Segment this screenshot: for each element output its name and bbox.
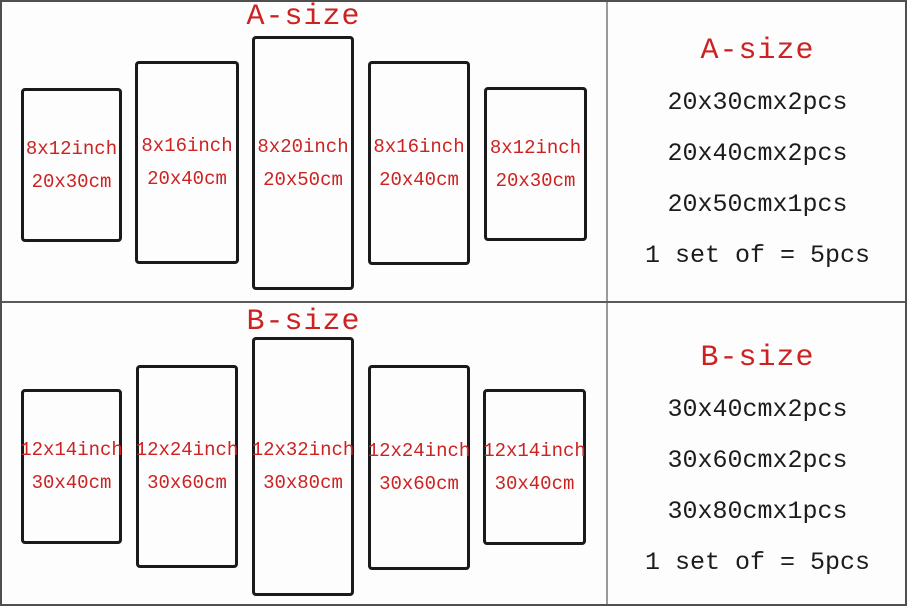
summary-line: 30x60cmx2pcs: [667, 446, 848, 475]
canvas-panel: 8x12inch 20x30cm: [21, 88, 122, 242]
panel-inch-label: 12x24inch: [135, 439, 239, 461]
a-size-diagram: A-size 8x12inch 20x30cm 8x16inch 20x40cm…: [0, 0, 607, 301]
summary-line: 30x80cmx1pcs: [667, 497, 848, 526]
panel-cm-label: 20x30cm: [31, 170, 112, 193]
panel-cm-label: 30x80cm: [263, 472, 343, 494]
panel-cm-label: 20x50cm: [263, 168, 343, 191]
canvas-panel: 8x16inch 20x40cm: [135, 61, 239, 264]
panel-inch-label: 8x16inch: [373, 135, 465, 158]
panel-cm-label: 30x60cm: [147, 472, 227, 494]
panel-cm-label: 20x30cm: [495, 169, 576, 192]
b-size-summary: B-size 30x40cmx2pcs 30x60cmx2pcs 30x80cm…: [608, 303, 907, 606]
b-size-summary-title: B-size: [700, 341, 815, 375]
summary-line: 20x30cmx2pcs: [667, 88, 848, 117]
summary-line: 20x40cmx2pcs: [667, 139, 848, 168]
panel-inch-label: 8x20inch: [257, 135, 349, 158]
panel-inch-label: 12x24inch: [367, 440, 471, 462]
panel-inch-label: 8x12inch: [489, 136, 582, 159]
canvas-panel: 12x24inch 30x60cm: [368, 365, 470, 570]
canvas-panel: 12x32inch 30x80cm: [252, 337, 354, 596]
canvas-panel: 12x24inch 30x60cm: [136, 365, 238, 568]
panel-inch-label: 12x14inch: [20, 439, 123, 461]
summary-line: 1 set of = 5pcs: [644, 548, 871, 577]
panel-inch-label: 12x14inch: [483, 439, 586, 462]
a-size-summary: A-size 20x30cmx2pcs 20x40cmx2pcs 20x50cm…: [608, 0, 907, 301]
panel-cm-label: 30x60cm: [379, 473, 459, 495]
panel-cm-label: 20x40cm: [147, 168, 227, 190]
summary-line: 1 set of = 5pcs: [644, 241, 871, 270]
panel-inch-label: 12x32inch: [251, 439, 355, 461]
panel-cm-label: 20x40cm: [379, 168, 459, 191]
horizontal-divider: [0, 301, 907, 303]
b-size-diagram: B-size 12x14inch 30x40cm 12x24inch 30x60…: [0, 303, 607, 606]
vertical-divider: [606, 0, 608, 606]
b-size-diagram-title: B-size: [246, 305, 361, 339]
summary-line: 20x50cmx1pcs: [667, 190, 848, 219]
panel-inch-label: 8x16inch: [141, 135, 233, 157]
canvas-panel: 12x14inch 30x40cm: [483, 389, 586, 545]
summary-line: 30x40cmx2pcs: [667, 395, 848, 424]
canvas-panel: 8x20inch 20x50cm: [252, 36, 354, 290]
canvas-panel: 8x12inch 20x30cm: [484, 87, 587, 241]
panel-cm-label: 30x40cm: [31, 472, 112, 494]
canvas-panel: 8x16inch 20x40cm: [368, 61, 470, 265]
canvas-panel: 12x14inch 30x40cm: [20, 389, 123, 544]
a-size-diagram-title: A-size: [246, 0, 361, 34]
panel-inch-label: 8x12inch: [25, 137, 118, 160]
panel-cm-label: 30x40cm: [494, 472, 575, 495]
a-size-summary-title: A-size: [700, 34, 815, 68]
